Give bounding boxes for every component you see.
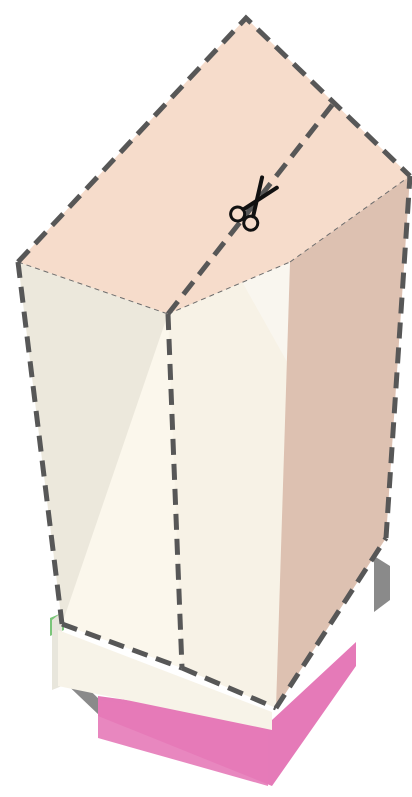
base-gray-right	[374, 556, 390, 612]
front-face	[168, 262, 290, 708]
